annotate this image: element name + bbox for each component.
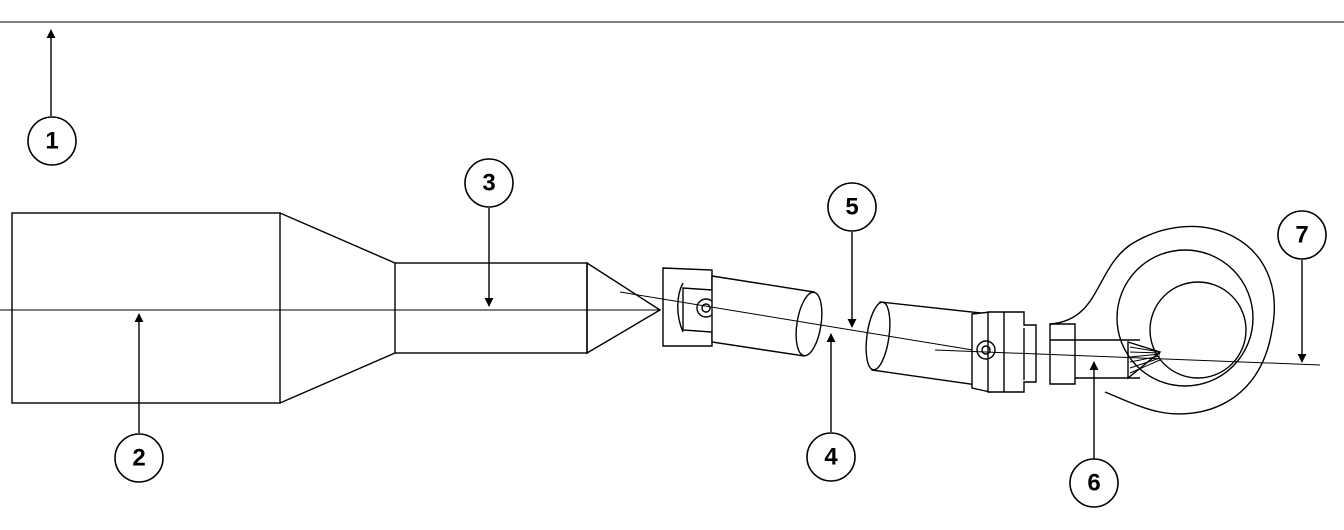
callout-3: 3 [464, 158, 514, 208]
callout-3-label: 3 [482, 170, 495, 197]
callout-7-label: 7 [1295, 222, 1308, 249]
callout-2: 2 [114, 433, 164, 483]
callout-2-label: 2 [132, 445, 145, 472]
driveshaft-rear-tube [865, 301, 991, 387]
callout-6: 6 [1069, 458, 1119, 508]
pinion-flange [1049, 323, 1140, 385]
callout-5-label: 5 [845, 194, 858, 221]
callout-7: 7 [1277, 210, 1327, 260]
pinion-centerline [934, 349, 1321, 366]
callout-6-label: 6 [1087, 470, 1100, 497]
transmission-housing [11, 212, 662, 404]
callout-1-label: 1 [45, 128, 58, 155]
callout-1: 1 [27, 116, 77, 166]
callout-4: 4 [806, 432, 856, 482]
front-u-joint [662, 267, 716, 347]
callout-4-label: 4 [824, 444, 838, 471]
rear-axle-housing [1049, 225, 1275, 415]
driveshaft-centerline [619, 291, 986, 353]
callout-5: 5 [827, 182, 877, 232]
